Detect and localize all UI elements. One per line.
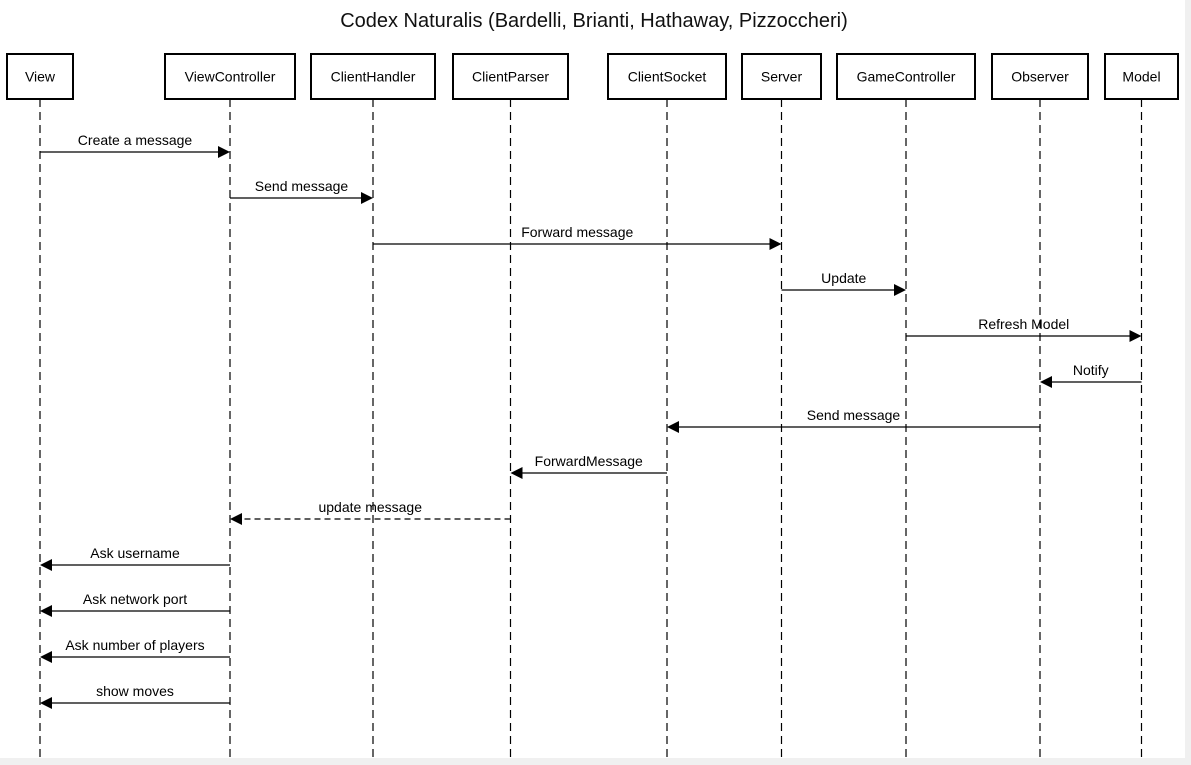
participant-gamecontroller: GameController: [836, 53, 976, 100]
participant-label: Server: [761, 69, 803, 85]
message-4: Update: [781, 270, 906, 296]
message-label: Refresh Model: [978, 316, 1069, 332]
participant-boxes: View ViewController ClientHandler ClientPar…: [6, 53, 1179, 100]
participant-box: [164, 53, 296, 100]
arrowhead-icon: [1129, 330, 1142, 342]
canvas-right-edge: [1185, 0, 1191, 765]
participant-view: View: [6, 53, 74, 100]
participant-label: ClientSocket: [628, 69, 707, 85]
message-5: Refresh Model: [906, 316, 1142, 342]
participant-box: [836, 53, 976, 100]
message-12: Ask number of players: [40, 637, 230, 663]
participant-label: ViewController: [185, 69, 276, 85]
participant-box: [6, 53, 74, 100]
arrowhead-icon: [510, 467, 523, 479]
message-label: Ask number of players: [65, 637, 204, 653]
participant-label: View: [25, 69, 56, 85]
message-label: ForwardMessage: [535, 453, 643, 469]
message-13: show moves: [40, 683, 230, 709]
arrowhead-icon: [1040, 376, 1052, 388]
message-9: update message: [230, 499, 511, 525]
arrowhead-icon: [40, 697, 52, 709]
participant-box: [607, 53, 727, 100]
message-label: Create a message: [78, 132, 193, 148]
participant-clientparser: ClientParser: [452, 53, 569, 100]
participant-box: [991, 53, 1089, 100]
participant-model: Model: [1104, 53, 1179, 100]
lifelines: [39, 99, 1143, 758]
participant-box: [452, 53, 569, 100]
message-2: Send message: [230, 178, 373, 204]
arrowhead-icon: [667, 421, 679, 433]
message-label: Ask username: [90, 545, 180, 561]
message-11: Ask network port: [40, 591, 230, 617]
arrowhead-icon: [894, 284, 906, 296]
participant-box: [741, 53, 822, 100]
arrowhead-icon: [40, 651, 52, 663]
message-1: Create a message: [40, 132, 230, 158]
message-7: Send message: [667, 407, 1040, 433]
message-label: show moves: [96, 683, 174, 699]
participant-label: GameController: [857, 69, 956, 85]
diagram-title: Codex Naturalis (Bardelli, Brianti, Hath…: [340, 10, 848, 32]
participant-label: ClientHandler: [331, 69, 416, 85]
participant-viewcontroller: ViewController: [164, 53, 296, 100]
participant-clienthandler: ClientHandler: [310, 53, 436, 100]
arrowhead-icon: [40, 559, 52, 571]
participant-server: Server: [741, 53, 822, 100]
participant-box: [310, 53, 436, 100]
message-3: Forward message: [373, 224, 782, 250]
message-8: ForwardMessage: [510, 453, 667, 479]
arrowhead-icon: [218, 146, 230, 158]
message-10: Ask username: [40, 545, 230, 571]
participant-observer: Observer: [991, 53, 1089, 100]
message-label: Notify: [1073, 362, 1109, 378]
message-label: Forward message: [521, 224, 633, 240]
arrowhead-icon: [361, 192, 373, 204]
arrowhead-icon: [769, 238, 782, 250]
message-label: Send message: [807, 407, 901, 423]
arrowhead-icon: [40, 605, 52, 617]
participant-box: [1104, 53, 1179, 100]
participant-clientsocket: ClientSocket: [607, 53, 727, 100]
message-label: update message: [318, 499, 422, 515]
message-label: Update: [821, 270, 866, 286]
canvas-bottom-edge: [0, 758, 1191, 765]
participant-label: ClientParser: [472, 69, 549, 85]
message-label: Ask network port: [83, 591, 187, 607]
message-label: Send message: [255, 178, 349, 194]
message-6: Notify: [1040, 362, 1142, 388]
participant-label: Model: [1122, 69, 1160, 85]
arrowhead-icon: [230, 513, 242, 525]
participant-label: Observer: [1011, 69, 1069, 85]
